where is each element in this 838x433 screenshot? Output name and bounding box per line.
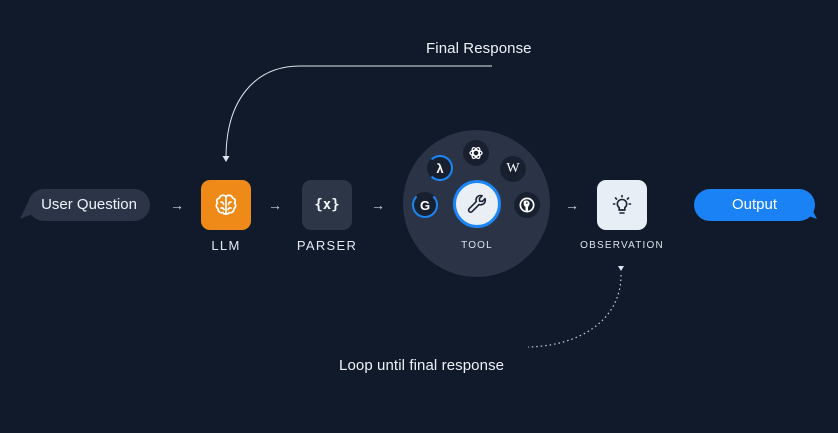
final-response-arrowhead xyxy=(222,156,230,162)
loop-dotted-line xyxy=(527,274,622,348)
llm-node xyxy=(201,180,251,230)
wikipedia-glyph: W xyxy=(506,161,520,176)
variable-icon: {x} xyxy=(314,197,340,213)
arrow-to-llm: → xyxy=(170,197,184,213)
google-icon: G xyxy=(412,192,438,218)
parser-label: PARSER xyxy=(296,238,358,253)
parser-node: {x} xyxy=(302,180,352,230)
wikipedia-icon: W xyxy=(500,156,526,182)
loop-label: Loop until final response xyxy=(339,357,505,374)
tool-center xyxy=(453,180,501,228)
arrow-to-observation: → xyxy=(565,197,579,213)
tool-label: TOOL xyxy=(461,240,493,251)
google-glyph: G xyxy=(419,197,431,213)
arrow-to-parser: → xyxy=(268,197,282,213)
llm-label: LLM xyxy=(211,238,241,253)
arrow-to-tool: → xyxy=(371,197,385,213)
lightbulb-icon xyxy=(612,194,632,214)
final-response-label: Final Response xyxy=(426,40,532,57)
observation-label: OBSERVATION xyxy=(580,240,664,251)
lambda-glyph: λ xyxy=(436,160,444,176)
duckduckgo-glyph xyxy=(519,197,535,213)
output-text: Output xyxy=(694,189,815,221)
wrench-icon xyxy=(467,194,487,213)
brain-icon xyxy=(215,194,237,215)
observation-node xyxy=(597,180,647,230)
openai-glyph xyxy=(469,147,483,159)
lambda-icon: λ xyxy=(427,155,453,181)
user-question-text: User Question xyxy=(28,189,150,221)
final-response-line xyxy=(225,65,492,159)
loop-arrowhead xyxy=(618,266,624,271)
openai-icon xyxy=(463,140,489,166)
duckduckgo-icon xyxy=(514,192,540,218)
